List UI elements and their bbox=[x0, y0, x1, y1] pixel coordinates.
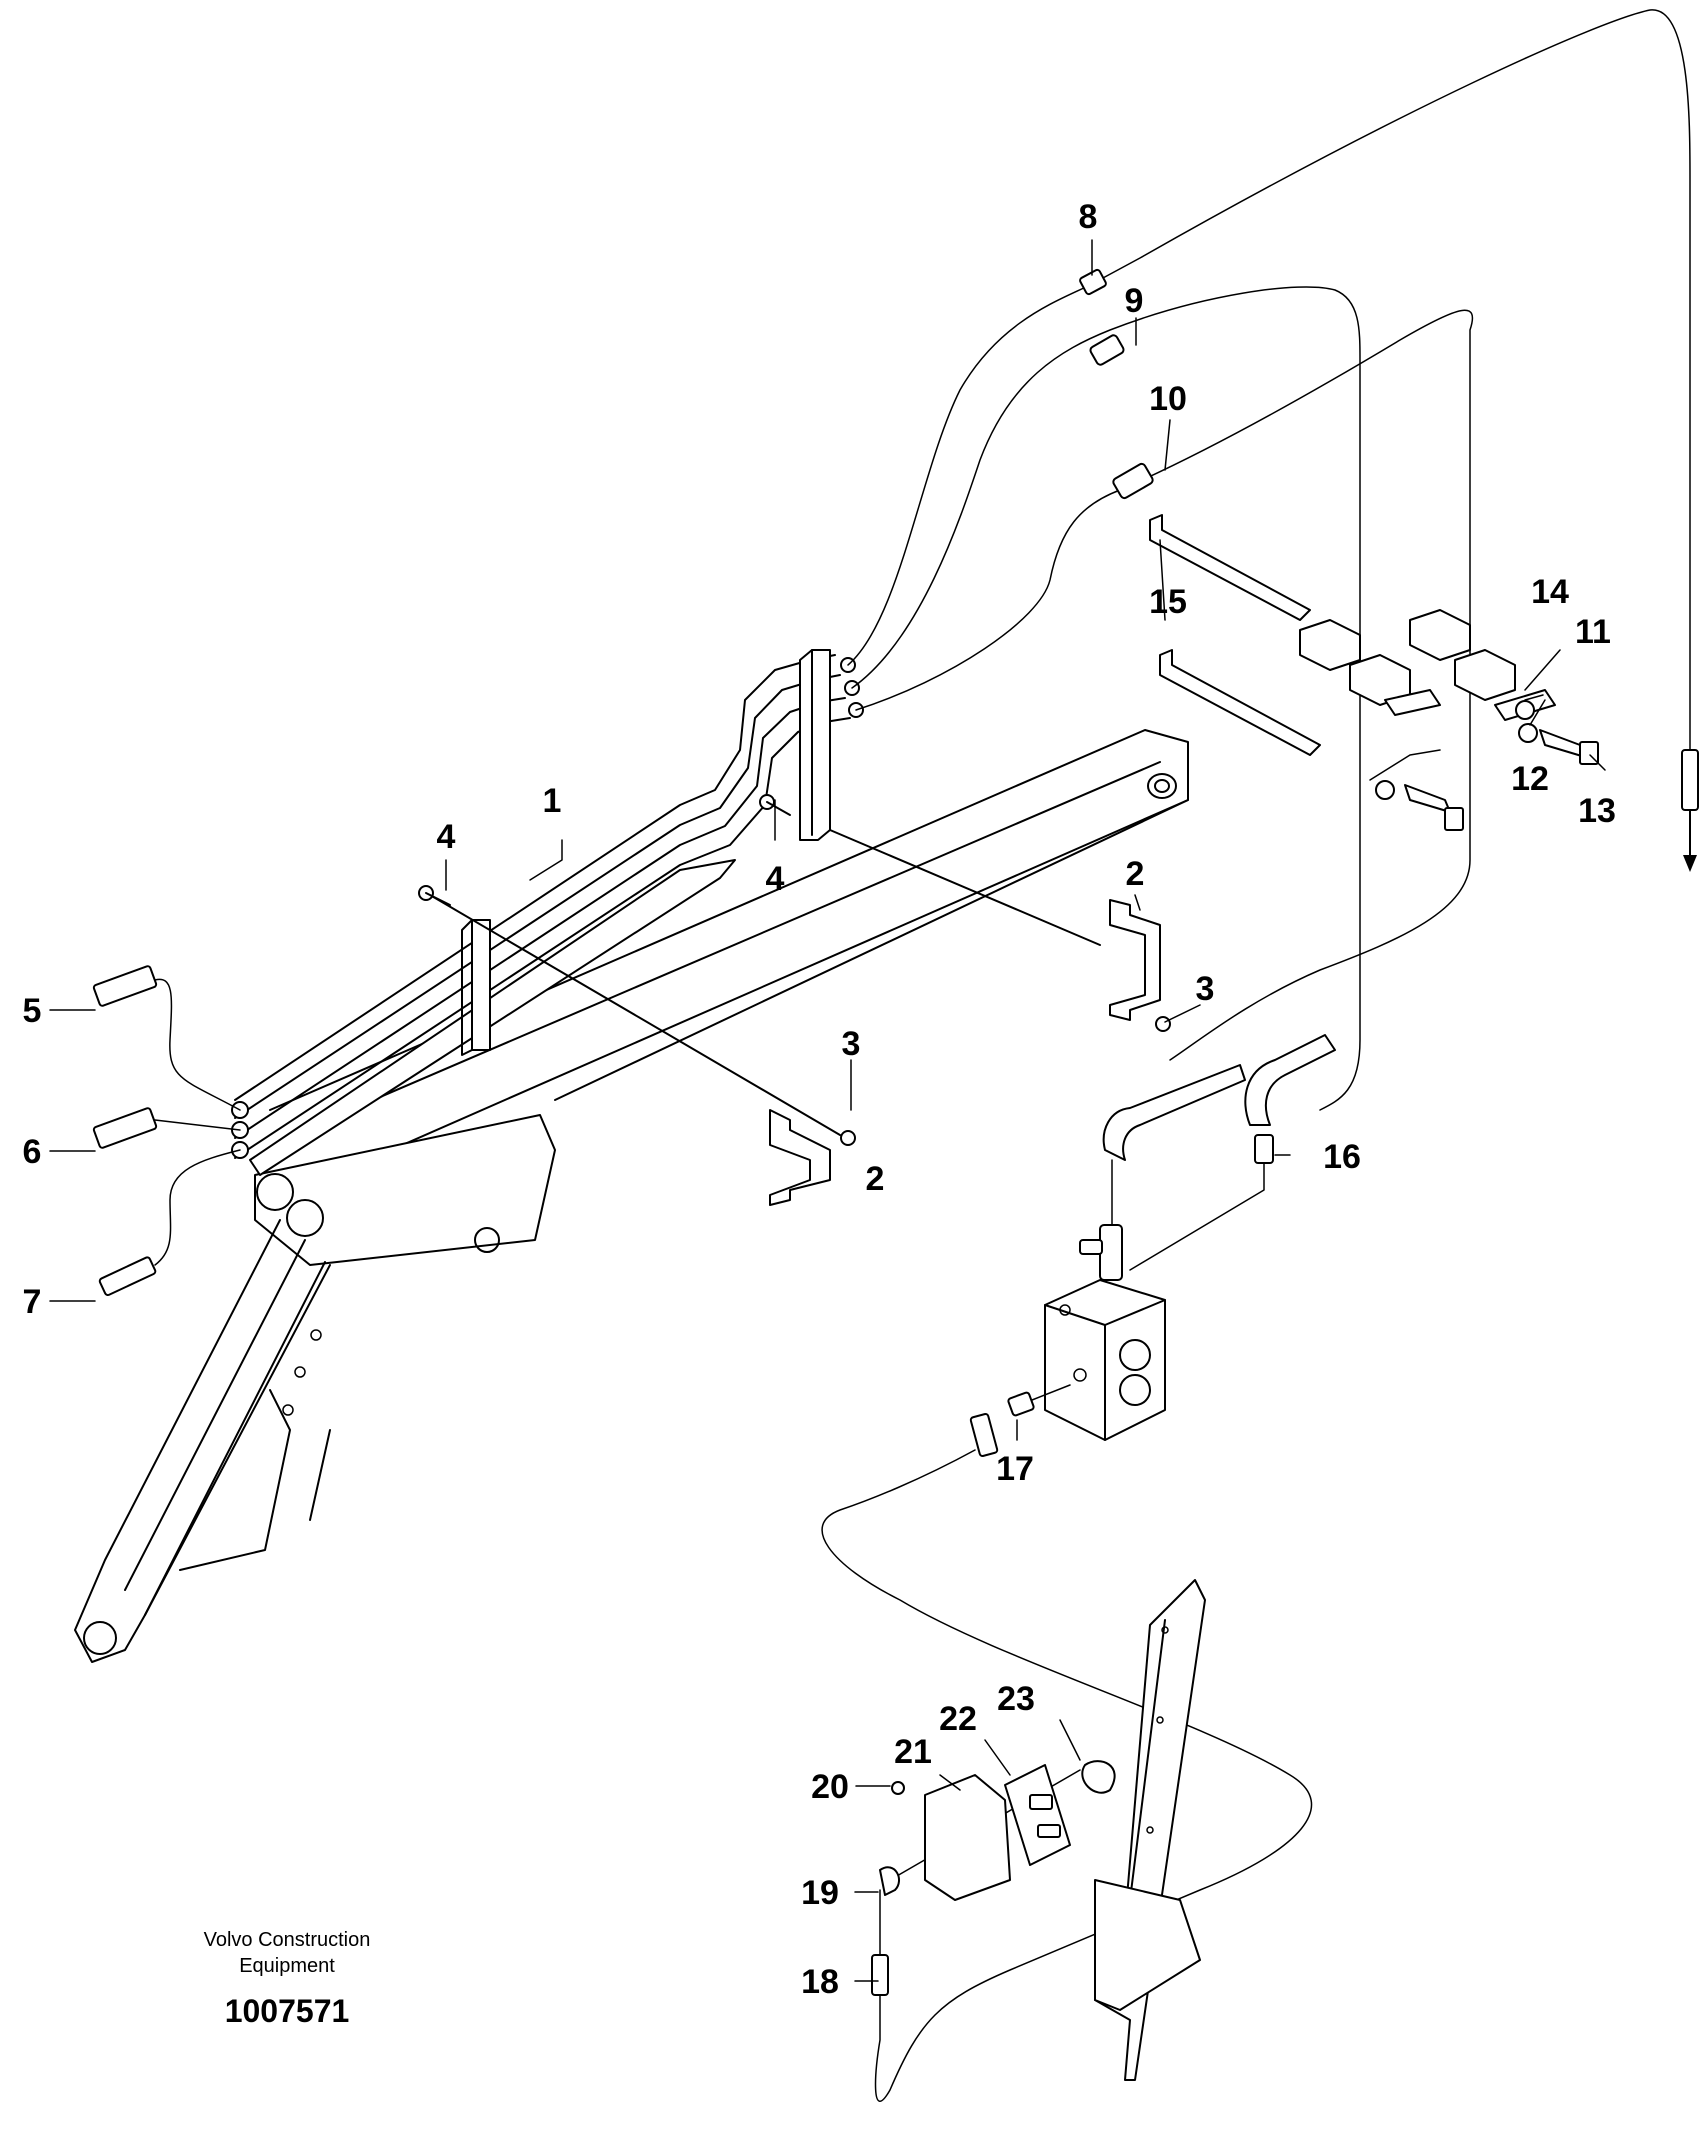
leader-lines bbox=[49, 239, 1606, 1982]
callout-5: 5 bbox=[23, 992, 42, 1030]
callout-13: 13 bbox=[1578, 792, 1616, 830]
callout-18: 18 bbox=[801, 1963, 839, 2001]
pipe-bundle bbox=[231, 654, 864, 1176]
callout-8: 8 bbox=[1079, 198, 1098, 236]
callout-16: 16 bbox=[1323, 1138, 1361, 1176]
callout-7: 7 bbox=[23, 1283, 42, 1321]
callout-11: 11 bbox=[1575, 613, 1611, 651]
callout-4a: 4 bbox=[437, 818, 456, 856]
cab-pillar bbox=[1094, 1579, 1206, 2081]
credit-line-1: Volvo Construction bbox=[204, 1929, 371, 1951]
callout-6: 6 bbox=[23, 1133, 42, 1171]
credit-line-2: Equipment bbox=[239, 1955, 335, 1977]
hardware bbox=[418, 794, 1171, 1146]
callout-20: 20 bbox=[811, 1768, 849, 1806]
callout-23: 23 bbox=[997, 1680, 1035, 1718]
callout-10: 10 bbox=[1149, 380, 1187, 418]
callout-2b: 2 bbox=[866, 1160, 885, 1198]
callout-9: 9 bbox=[1125, 282, 1144, 320]
callout-labels: 1 2 2 3 3 4 4 5 6 7 8 9 10 11 12 13 14 1… bbox=[23, 198, 1616, 2001]
callout-3a: 3 bbox=[1196, 970, 1215, 1008]
credit-block: Volvo Construction Equipment 1007571 bbox=[204, 1929, 371, 2029]
gauge-bracket bbox=[891, 1764, 1071, 1901]
clamp-hardware bbox=[1149, 514, 1599, 831]
valve-block bbox=[969, 1034, 1336, 1457]
pipe-clamp-bracket bbox=[461, 649, 1101, 1056]
callout-14: 14 bbox=[1531, 573, 1569, 611]
callout-4b: 4 bbox=[766, 860, 785, 898]
hydraulic-lines bbox=[847, 9, 1699, 1111]
hose-ends-left bbox=[92, 965, 241, 1297]
callout-22: 22 bbox=[939, 1700, 977, 1738]
callout-2a: 2 bbox=[1126, 855, 1145, 893]
callout-3b: 3 bbox=[842, 1025, 861, 1063]
boom-arm bbox=[74, 729, 1189, 1663]
document-number: 1007571 bbox=[225, 1993, 350, 2029]
bracket-upper bbox=[1109, 899, 1161, 1021]
callout-1: 1 bbox=[543, 782, 562, 820]
lower-hose-loop bbox=[821, 1449, 1313, 2102]
callout-21: 21 bbox=[894, 1733, 932, 1771]
callout-19: 19 bbox=[801, 1874, 839, 1912]
callout-12: 12 bbox=[1511, 760, 1549, 798]
callout-17: 17 bbox=[996, 1450, 1034, 1488]
bracket-lower bbox=[769, 1109, 831, 1206]
callout-15: 15 bbox=[1149, 583, 1187, 621]
